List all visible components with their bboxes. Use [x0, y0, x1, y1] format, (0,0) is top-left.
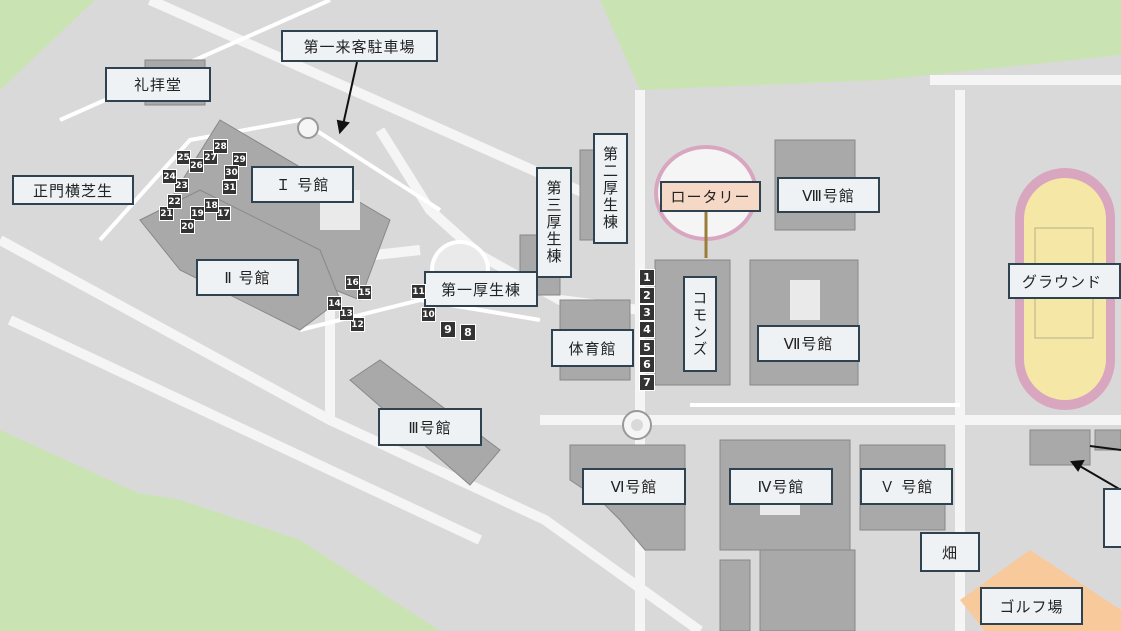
marker-5: 5: [639, 339, 655, 356]
marker-28: 28: [213, 139, 228, 154]
main-gate-lawn-label: 正門横芝生: [12, 175, 134, 205]
welfare-building-3-label: 第三厚生棟: [536, 167, 572, 278]
marker-20: 20: [180, 219, 195, 234]
marker-18: 18: [204, 198, 219, 213]
building-5-label: Ｖ 号館: [860, 468, 953, 505]
marker-8: 8: [460, 324, 476, 341]
marker-23: 23: [174, 178, 189, 193]
offscreen-label: [1103, 488, 1121, 548]
building-2-label: Ⅱ 号館: [196, 259, 299, 296]
marker-9: 9: [440, 321, 456, 338]
marker-3: 3: [639, 304, 655, 321]
building-6-label: Ⅵ号館: [582, 468, 686, 505]
marker-6: 6: [639, 356, 655, 373]
marker-11: 11: [411, 284, 426, 299]
chapel-label: 礼拝堂: [105, 67, 211, 102]
marker-1: 1: [639, 269, 655, 286]
field-label: 畑: [920, 532, 980, 572]
gymnasium-label: 体育館: [551, 329, 634, 367]
marker-29: 29: [232, 152, 247, 167]
building-1-label: Ｉ 号館: [251, 166, 354, 203]
marker-16: 16: [345, 275, 360, 290]
marker-25: 25: [176, 150, 191, 165]
marker-10: 10: [421, 307, 436, 322]
ground-label: グラウンド: [1008, 263, 1121, 299]
building-7-label: Ⅶ号館: [757, 325, 860, 362]
marker-13: 13: [339, 306, 354, 321]
marker-30: 30: [224, 165, 239, 180]
golf-course-label: ゴルフ場: [980, 587, 1083, 625]
welfare-building-1-label: 第一厚生棟: [424, 271, 538, 307]
building-4-label: Ⅳ号館: [729, 468, 833, 505]
welfare-building-2-label: 第二厚生棟: [593, 133, 628, 244]
building-3-label: Ⅲ号館: [378, 408, 482, 446]
marker-21: 21: [159, 206, 174, 221]
building-8-label: Ⅷ号館: [777, 177, 880, 213]
marker-14: 14: [327, 296, 342, 311]
marker-31: 31: [222, 180, 237, 195]
marker-19: 19: [190, 206, 205, 221]
marker-26: 26: [189, 158, 204, 173]
parking-1-label: 第一来客駐車場: [281, 30, 438, 62]
marker-17: 17: [216, 206, 231, 221]
rotary-label: ロータリー: [660, 181, 761, 212]
marker-4: 4: [639, 321, 655, 338]
marker-22: 22: [167, 194, 182, 209]
marker-15: 15: [357, 285, 372, 300]
marker-7: 7: [639, 374, 655, 391]
marker-24: 24: [162, 169, 177, 184]
commons-label: コモンズ: [683, 276, 717, 372]
marker-2: 2: [639, 287, 655, 304]
